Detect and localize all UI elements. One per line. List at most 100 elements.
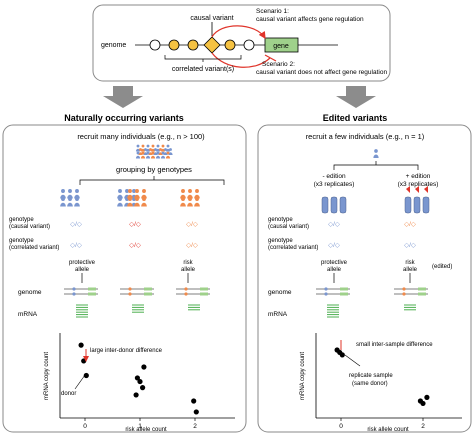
person-icon	[158, 148, 163, 155]
left-title: Naturally occurring variants	[64, 113, 184, 123]
person-icon	[148, 148, 153, 155]
person-head	[139, 148, 142, 151]
person-head	[146, 151, 150, 155]
person-body	[180, 194, 186, 199]
causal-variant-label: causal variant	[190, 15, 233, 22]
replicate-tube	[339, 196, 347, 214]
scenario-panel	[92, 4, 391, 82]
person-head	[135, 197, 139, 201]
person-head	[166, 144, 170, 148]
person-body	[180, 202, 186, 207]
person-body	[127, 202, 133, 207]
gene-block	[340, 292, 348, 296]
data-point	[78, 342, 84, 348]
person-head	[188, 197, 192, 201]
person-icon	[117, 189, 123, 199]
right-genotype-correlated-1: genotype	[268, 238, 293, 244]
person-head	[151, 151, 155, 155]
right-protective-2: allele	[327, 267, 342, 273]
x-tick-label: 2	[193, 423, 197, 430]
left-genome-label: genome	[18, 289, 42, 296]
person-icon	[135, 144, 141, 152]
person-icon	[187, 197, 193, 207]
person-head	[181, 197, 185, 201]
single-donor-icon	[373, 149, 379, 158]
minus-edition-2: (x3 replicates)	[314, 181, 355, 188]
allele-dot	[184, 292, 188, 296]
person-head	[159, 148, 162, 151]
variant-circle	[243, 39, 255, 51]
person-icon	[145, 144, 151, 152]
data-point	[134, 375, 140, 381]
person-head	[166, 151, 170, 155]
person-icon	[140, 151, 146, 159]
data-point	[140, 385, 146, 391]
data-point	[137, 378, 143, 385]
person-head	[169, 148, 172, 151]
replicate-tubes	[321, 186, 430, 214]
person-head	[61, 189, 65, 193]
person-head	[141, 151, 145, 155]
genotype-marker: ◇/◇	[328, 242, 341, 249]
x-tick-label: 1	[138, 423, 142, 430]
person-icon	[134, 189, 140, 199]
person-head	[75, 189, 79, 193]
person-body	[135, 148, 141, 152]
data-point	[133, 392, 139, 398]
x-tick-label: 2	[421, 423, 425, 430]
left-genotype-correlated-2: (correlated variant)	[9, 245, 59, 251]
person-body	[194, 194, 200, 199]
person-icon	[74, 197, 80, 207]
edited-label: (edited)	[432, 264, 452, 270]
replicate-tube	[321, 196, 329, 214]
person-body	[160, 155, 166, 159]
person-body	[67, 194, 73, 199]
right-mrna-label: mRNA	[268, 311, 288, 318]
left-risk-1: risk	[183, 260, 193, 266]
allele-dot	[72, 292, 76, 296]
person-body	[140, 148, 146, 152]
left-risk-2: allele	[181, 267, 196, 273]
right-annotation-rep-2: (same donor)	[352, 381, 388, 387]
gene-block	[144, 287, 152, 291]
genotype-markers: ◇/◇◇/◇◇/◇◇/◇	[328, 221, 417, 249]
person-icon	[141, 189, 147, 199]
person-head	[144, 148, 147, 151]
person-body	[168, 152, 173, 155]
replicate-tube	[404, 196, 412, 214]
genotype-marker: ◇/◇	[70, 242, 83, 249]
person-body	[148, 152, 153, 155]
person-icon	[165, 151, 171, 159]
edition-bracket	[333, 161, 419, 170]
grouping-label: grouping by genotypes	[116, 165, 192, 174]
person-head	[75, 197, 79, 201]
allele-dot	[72, 287, 76, 291]
data-point	[191, 398, 197, 404]
minus-edition-1: - edition	[322, 173, 346, 180]
genotype-markers: ◇/◇◇/◇◇/◇◇/◇◇/◇◇/◇	[70, 221, 199, 249]
right-ylabel: mRNA copy count	[300, 352, 306, 400]
person-icon	[127, 189, 133, 199]
genotype-marker: ◇/◇	[186, 242, 199, 249]
replicate-tube	[330, 196, 338, 214]
person-body	[141, 194, 147, 199]
left-annotation-diff: large inter-donor difference	[90, 348, 163, 354]
person-body	[67, 202, 73, 207]
right-risk-2: allele	[403, 267, 418, 273]
person-icon	[153, 148, 158, 155]
left-ylabel: mRNA copy count	[44, 352, 50, 400]
left-mrna-label: mRNA	[18, 311, 38, 318]
person-icon	[194, 189, 200, 199]
person-head	[125, 189, 129, 193]
person-head	[136, 151, 140, 155]
person-body	[153, 152, 158, 155]
person-icon	[160, 144, 166, 152]
genotype-groups	[60, 189, 200, 207]
gene-block	[200, 287, 208, 291]
person-head	[161, 144, 165, 148]
data-point	[193, 409, 199, 415]
genotype-marker: ◇/◇	[328, 221, 341, 228]
